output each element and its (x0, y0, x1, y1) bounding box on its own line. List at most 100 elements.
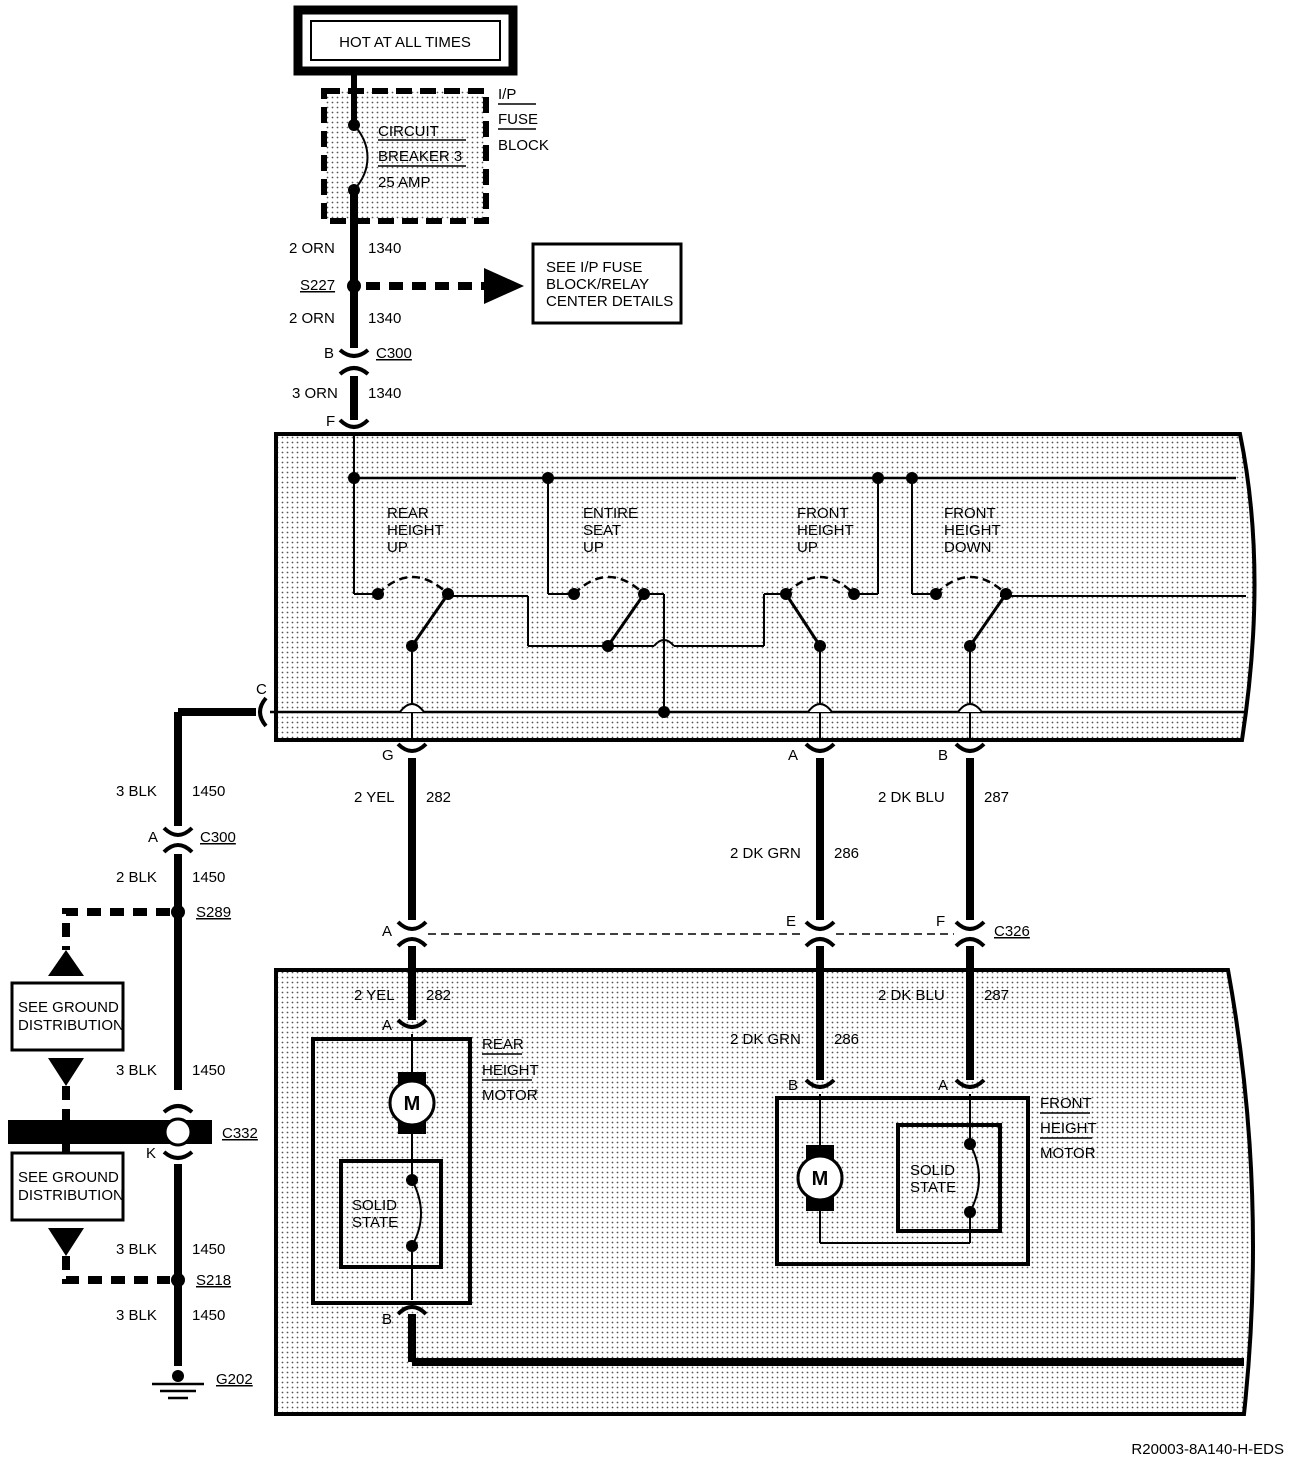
yel-circuit-2: 282 (426, 987, 451, 1004)
wire-circuit-1: 1340 (368, 240, 401, 257)
gw-gauge-1: 3 BLK (116, 783, 157, 800)
pin-a-c300: A (148, 829, 158, 846)
doc-id: R20003-8A140-H-EDS (1131, 1441, 1284, 1458)
front-solid-1: SOLID (910, 1162, 955, 1179)
splice-s289-label: S289 (196, 904, 231, 921)
sw-rear-1: REAR (387, 505, 429, 522)
gw-circuit-1: 1450 (192, 783, 225, 800)
breaker-line-1: CIRCUIT (378, 123, 439, 140)
see-fuse-line-3: CENTER DETAILS (546, 293, 673, 310)
front-motor-lbl-3: MOTOR (1040, 1145, 1096, 1162)
pin-a-front-motor: A (938, 1077, 948, 1094)
see-ground-1b: DISTRIBUTION (18, 1017, 124, 1034)
splice-s227-label: S227 (300, 277, 335, 294)
pin-a-label-top: A (788, 747, 798, 764)
front-solid-2: STATE (910, 1179, 956, 1196)
g202-label: G202 (216, 1371, 253, 1388)
gw-circuit-2: 1450 (192, 869, 225, 886)
wire-gauge-2: 2 ORN (289, 310, 335, 327)
rear-solid-1: SOLID (352, 1197, 397, 1214)
rear-solid-2: STATE (352, 1214, 398, 1231)
dkblu-circuit: 287 (984, 789, 1009, 806)
pin-f-label-c326b: F (936, 913, 945, 930)
hot-at-all-times-box: HOT AT ALL TIMES (293, 5, 518, 76)
pin-b-front-motor: B (788, 1077, 798, 1094)
sw-seat-2: SEAT (583, 522, 621, 539)
pin-f-label: F (326, 413, 335, 430)
breaker-line-2: BREAKER 3 (378, 148, 462, 165)
yel-gauge: 2 YEL (354, 789, 395, 806)
sw-fdown-2: HEIGHT (944, 522, 1001, 539)
sw-seat-1: ENTIRE (583, 505, 638, 522)
splice-s227-dot (347, 279, 361, 293)
pin-a-label-c326: A (382, 923, 392, 940)
c300-label-bottom: C300 (200, 829, 236, 846)
splice-s218-label: S218 (196, 1272, 231, 1289)
gw-circuit-5: 1450 (192, 1307, 225, 1324)
sw-fup-1: FRONT (797, 505, 849, 522)
yel-circuit: 282 (426, 789, 451, 806)
dkgrn-gauge-2: 2 DK GRN (730, 1031, 801, 1048)
fuse-name-2: FUSE (498, 111, 538, 128)
switch-output-wires: G A B 2 YEL 282 2 DK GRN 286 2 DK BLU 28… (354, 742, 1030, 948)
gw-gauge-3: 3 BLK (116, 1062, 157, 1079)
pin-e-label: E (786, 913, 796, 930)
pin-g-label: G (382, 747, 394, 764)
front-motor-lbl-2: HEIGHT (1040, 1120, 1097, 1137)
front-motor-m: M (812, 1168, 829, 1190)
sw-rear-2: HEIGHT (387, 522, 444, 539)
gw-gauge-5: 3 BLK (116, 1307, 157, 1324)
see-ground-1a: SEE GROUND (18, 999, 119, 1016)
c300-label-top: C300 (376, 345, 412, 362)
see-fuse-line-2: BLOCK/RELAY (546, 276, 649, 293)
ground-circuit: C 3 BLK 1450 A C300 2 BLK 1450 S289 SEE … (8, 681, 268, 1400)
gw-gauge-4: 3 BLK (116, 1241, 157, 1258)
wire-circuit-2: 1340 (368, 310, 401, 327)
gw-circuit-3: 1450 (192, 1062, 225, 1079)
rear-motor-lbl-2: HEIGHT (482, 1062, 539, 1079)
sw-fup-2: HEIGHT (797, 522, 854, 539)
fuse-name-1: I/P (498, 86, 516, 103)
see-ground-2a: SEE GROUND (18, 1169, 119, 1186)
rear-motor-lbl-1: REAR (482, 1036, 524, 1053)
dkgrn-gauge: 2 DK GRN (730, 845, 801, 862)
see-ground-2b: DISTRIBUTION (18, 1187, 124, 1204)
orn-wire-1340: 2 ORN 1340 S227 2 ORN 1340 B C300 3 ORN … (289, 190, 412, 430)
dkblu-gauge: 2 DK BLU (878, 789, 945, 806)
wire-gauge-3: 3 ORN (292, 385, 338, 402)
rear-motor-mark: * (534, 1088, 538, 1099)
rear-motor-lbl-3: MOTOR (482, 1087, 538, 1104)
dkgrn-circuit: 286 (834, 845, 859, 862)
sw-fdown-3: DOWN (944, 539, 992, 556)
dkblu-gauge-2: 2 DK BLU (878, 987, 945, 1004)
see-fuse-block-ref: SEE I/P FUSE BLOCK/RELAY CENTER DETAILS (366, 242, 683, 325)
gw-gauge-2: 2 BLK (116, 869, 157, 886)
sw-fup-3: UP (797, 539, 818, 556)
hot-label: HOT AT ALL TIMES (339, 34, 471, 51)
wire-circuit-3: 1340 (368, 385, 401, 402)
front-motor-mark: * (1090, 1146, 1094, 1157)
pin-k-label: K (146, 1145, 156, 1162)
gw-circuit-4: 1450 (192, 1241, 225, 1258)
pin-b-label: B (324, 345, 334, 362)
rear-motor-m: M (404, 1093, 421, 1115)
dkgrn-circuit-2: 286 (834, 1031, 859, 1048)
see-fuse-line-1: SEE I/P FUSE (546, 259, 642, 276)
pin-a-rear-motor: A (382, 1017, 392, 1034)
breaker-line-3: 25 AMP (378, 174, 431, 191)
c326-label: C326 (994, 923, 1030, 940)
dkblu-circuit-2: 287 (984, 987, 1009, 1004)
front-motor-lbl-1: FRONT (1040, 1095, 1092, 1112)
motor-panel: 2 YEL 282 2 DK GRN 286 2 DK BLU 287 A M … (274, 946, 1255, 1416)
pin-b-label-top: B (938, 747, 948, 764)
fuse-name-3: BLOCK (498, 137, 549, 154)
pin-c-label: C (256, 681, 267, 698)
sw-rear-3: UP (387, 539, 408, 556)
yel-gauge-2: 2 YEL (354, 987, 395, 1004)
wire-gauge-1: 2 ORN (289, 240, 335, 257)
pin-b-rear-motor: B (382, 1311, 392, 1328)
c332-label: C332 (222, 1125, 258, 1142)
sw-fdown-1: FRONT (944, 505, 996, 522)
seat-switch-panel: REAR HEIGHT UP ENTIRE SEAT UP FRONT HEIG… (270, 418, 1257, 742)
